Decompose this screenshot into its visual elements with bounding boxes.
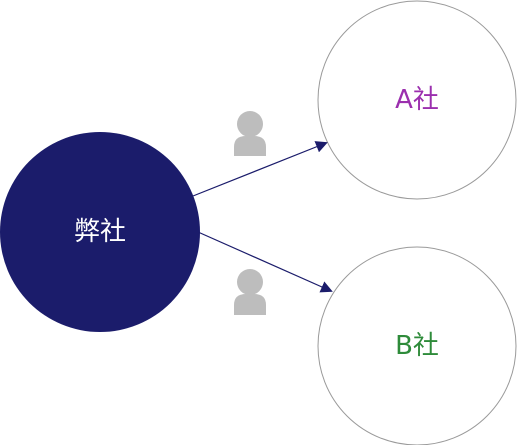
arrow-to-company-b (197, 231, 333, 293)
company-b-label: B社 (395, 331, 439, 361)
company-a-label: A社 (395, 85, 439, 115)
own-company-node: 弊社 (0, 132, 200, 332)
company-b-circle (317, 246, 517, 445)
own-company-circle (0, 132, 200, 332)
company-a-circle (317, 0, 517, 200)
arrow-to-company-a (192, 141, 328, 197)
own-company-label: 弊社 (74, 217, 126, 247)
person-icon (234, 111, 266, 156)
person-icon (234, 269, 266, 315)
company-b-node: B社 (317, 246, 517, 445)
company-a-node: A社 (317, 0, 517, 200)
